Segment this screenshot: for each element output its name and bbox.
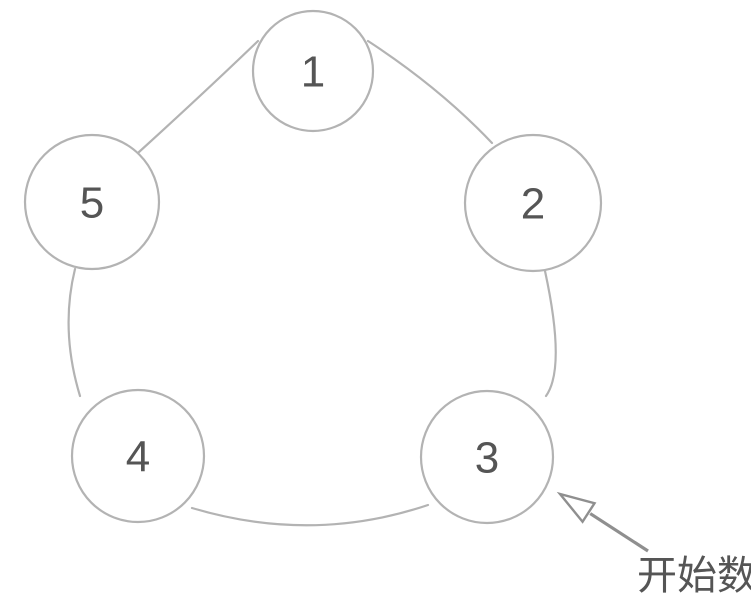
edge-2-to-3: [543, 269, 557, 398]
node-2-circle[interactable]: [463, 133, 603, 273]
node-2-label: 2: [521, 180, 545, 229]
edge-1-to-2: [366, 39, 494, 145]
node-5[interactable]: 5: [23, 133, 161, 271]
node-3-label: 3: [475, 434, 499, 483]
edge-5-to-1: [137, 39, 260, 154]
node-3[interactable]: 3: [419, 389, 555, 525]
edge-group: [67, 39, 557, 527]
node-1-label: 1: [301, 48, 325, 97]
edge-3-to-4: [190, 503, 430, 527]
node-4[interactable]: 4: [70, 388, 206, 524]
pointer-arrow-head-icon: [556, 491, 597, 524]
edge-4-to-5: [67, 267, 82, 398]
pointer-arrow-shaft: [589, 512, 649, 553]
node-4-label: 4: [126, 433, 150, 482]
node-5-label: 5: [80, 179, 104, 228]
node-5-circle[interactable]: [23, 133, 161, 271]
node-3-circle[interactable]: [419, 389, 555, 525]
start-pointer-annotation: 开始数: [556, 491, 751, 599]
node-2[interactable]: 2: [463, 133, 603, 273]
node-1-circle[interactable]: [251, 9, 375, 133]
node-4-circle[interactable]: [70, 388, 206, 524]
start-pointer-label: 开始数: [637, 553, 751, 599]
node-1[interactable]: 1: [251, 9, 375, 133]
